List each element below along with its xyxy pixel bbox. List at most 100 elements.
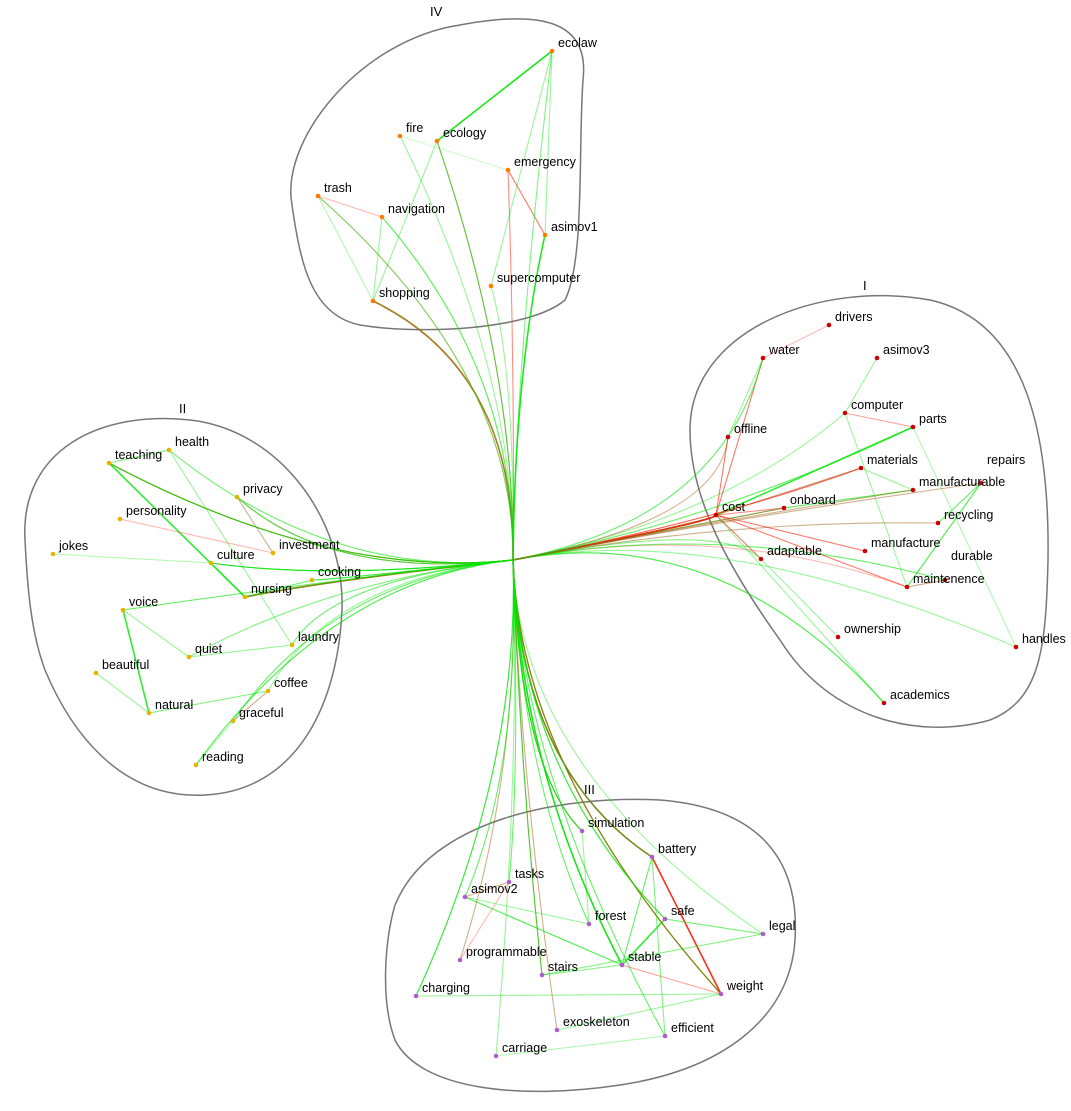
node-stable[interactable] bbox=[619, 962, 625, 968]
node-label-recycling: recycling bbox=[944, 508, 994, 522]
node-water[interactable] bbox=[760, 355, 766, 361]
node-safe[interactable] bbox=[662, 916, 668, 922]
edge-ecolaw-supercomputer bbox=[490, 50, 553, 287]
node-label-cost: cost bbox=[722, 500, 745, 514]
node-exoskeleton[interactable] bbox=[554, 1027, 560, 1033]
node-handles[interactable] bbox=[1013, 644, 1019, 650]
node-health[interactable] bbox=[166, 447, 172, 453]
node-label-stairs: stairs bbox=[548, 960, 578, 974]
node-label-manufacturable: manufacturable bbox=[919, 475, 1006, 489]
node-culture[interactable] bbox=[208, 560, 214, 566]
node-asimov3[interactable] bbox=[874, 355, 880, 361]
node-recycling[interactable] bbox=[935, 520, 941, 526]
node-shopping[interactable] bbox=[370, 298, 376, 304]
node-coffee[interactable] bbox=[265, 688, 271, 694]
edge-jokes-culture bbox=[52, 553, 212, 564]
node-graceful[interactable] bbox=[230, 718, 236, 724]
node-nursing[interactable] bbox=[242, 594, 248, 600]
edge-cost-maintenence bbox=[715, 514, 908, 588]
node-maintenence[interactable] bbox=[904, 584, 910, 590]
node-legal[interactable] bbox=[760, 931, 766, 937]
edge-trash-maintenence bbox=[317, 195, 908, 588]
node-label-charging: charging bbox=[422, 981, 470, 995]
node-simulation[interactable] bbox=[579, 828, 585, 834]
node-personality[interactable] bbox=[117, 516, 123, 522]
node-weight[interactable] bbox=[718, 991, 724, 997]
edge-safe-stable bbox=[621, 918, 666, 966]
node-jokes[interactable] bbox=[50, 551, 56, 557]
node-efficient[interactable] bbox=[662, 1033, 668, 1039]
node-natural[interactable] bbox=[146, 710, 152, 716]
node-label-teaching: teaching bbox=[115, 448, 163, 462]
node-investment[interactable] bbox=[270, 550, 276, 556]
edge-forest-asimov2 bbox=[464, 896, 590, 925]
node-ecology[interactable] bbox=[434, 138, 440, 144]
edge-natural-coffee bbox=[148, 690, 269, 714]
node-adaptable[interactable] bbox=[758, 556, 764, 562]
edge-culture-simulation bbox=[210, 559, 583, 832]
node-label-water: water bbox=[769, 343, 800, 357]
edge-repairs-recycling bbox=[937, 482, 982, 524]
node-label-drivers: drivers bbox=[835, 310, 873, 324]
node-manufacture[interactable] bbox=[862, 548, 868, 554]
edge-cost-manufacture bbox=[715, 514, 866, 552]
node-offline[interactable] bbox=[725, 434, 731, 440]
edge-teaching-weight bbox=[108, 462, 722, 995]
node-ownership[interactable] bbox=[835, 634, 841, 640]
node-voice[interactable] bbox=[120, 607, 126, 613]
node-laundry[interactable] bbox=[289, 642, 295, 648]
node-navigation[interactable] bbox=[379, 214, 385, 220]
node-supercomputer[interactable] bbox=[488, 283, 494, 289]
edge-voice-natural bbox=[122, 609, 150, 714]
node-cooking[interactable] bbox=[309, 577, 315, 583]
node-asimov1[interactable] bbox=[542, 232, 548, 238]
node-materials[interactable] bbox=[858, 465, 864, 471]
edge-carriage-efficient bbox=[495, 1035, 666, 1057]
edge-trash-navigation bbox=[317, 195, 383, 218]
node-label-reading: reading bbox=[202, 750, 244, 764]
node-label-personality: personality bbox=[126, 504, 187, 518]
node-charging[interactable] bbox=[413, 993, 419, 999]
node-carriage[interactable] bbox=[493, 1053, 499, 1059]
node-label-simulation: simulation bbox=[588, 816, 645, 830]
node-label-cooking: cooking bbox=[318, 565, 362, 579]
node-cost[interactable] bbox=[713, 512, 719, 518]
edge-handles-parts bbox=[912, 426, 1017, 648]
edge-fire-emergency bbox=[399, 135, 509, 171]
node-reading[interactable] bbox=[193, 762, 199, 768]
node-trash[interactable] bbox=[315, 193, 321, 199]
node-label-fire: fire bbox=[406, 121, 424, 135]
node-emergency[interactable] bbox=[505, 167, 511, 173]
cluster-label-ii: II bbox=[179, 401, 187, 416]
node-privacy[interactable] bbox=[234, 494, 240, 500]
node-quiet[interactable] bbox=[186, 654, 192, 660]
node-stairs[interactable] bbox=[539, 972, 545, 978]
node-ecolaw[interactable] bbox=[549, 48, 555, 54]
edge-shopping-cost bbox=[372, 300, 717, 561]
edges-layer bbox=[52, 50, 1017, 1057]
node-repairs[interactable] bbox=[978, 480, 984, 486]
edge-water-offline bbox=[727, 357, 764, 438]
node-label-nursing: nursing bbox=[251, 582, 292, 596]
node-label-quiet: quiet bbox=[195, 642, 223, 656]
node-academics[interactable] bbox=[881, 700, 887, 706]
cluster-label-i: I bbox=[863, 278, 867, 293]
node-durable[interactable] bbox=[942, 577, 948, 583]
node-onboard[interactable] bbox=[781, 505, 787, 511]
node-fire[interactable] bbox=[397, 133, 403, 139]
node-label-beautiful: beautiful bbox=[102, 658, 150, 672]
node-programmable[interactable] bbox=[457, 957, 463, 963]
node-parts[interactable] bbox=[910, 424, 916, 430]
node-asimov2[interactable] bbox=[462, 894, 468, 900]
node-computer[interactable] bbox=[842, 410, 848, 416]
edge-ecology-culture bbox=[210, 140, 514, 572]
node-forest[interactable] bbox=[586, 921, 592, 927]
node-beautiful[interactable] bbox=[93, 670, 99, 676]
node-drivers[interactable] bbox=[826, 322, 832, 328]
node-battery[interactable] bbox=[649, 854, 655, 860]
node-label-ecolaw: ecolaw bbox=[558, 36, 597, 50]
node-teaching[interactable] bbox=[106, 460, 112, 466]
node-manufacturable[interactable] bbox=[910, 487, 916, 493]
node-tasks[interactable] bbox=[506, 879, 512, 885]
